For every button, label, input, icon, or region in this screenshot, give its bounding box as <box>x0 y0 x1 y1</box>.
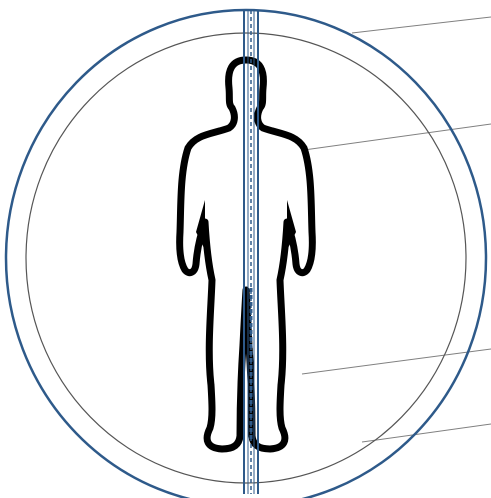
leader-line-1 <box>352 17 491 33</box>
leader-line-3 <box>302 349 491 374</box>
human-figure-silhouette <box>180 60 313 449</box>
leader-line-4 <box>362 424 491 442</box>
